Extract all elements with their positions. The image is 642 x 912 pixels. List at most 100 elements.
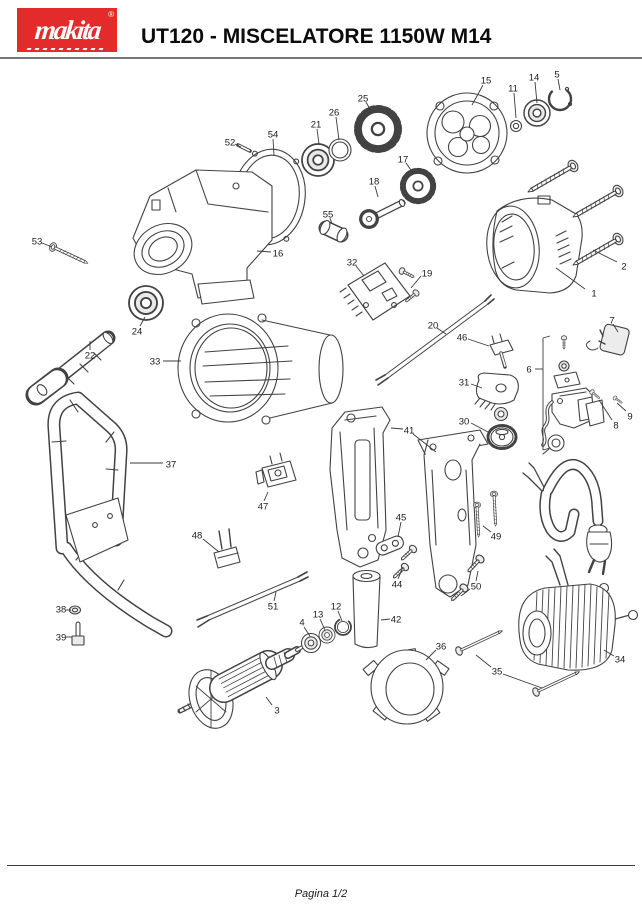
part-sketch-51-wire bbox=[196, 571, 309, 628]
part-sketch-4-bearing bbox=[300, 632, 322, 654]
part-sketch-46-switch bbox=[489, 333, 514, 369]
part-sketch-11-ring bbox=[509, 119, 523, 133]
part-sketch-1-rear-housing bbox=[486, 195, 583, 294]
part-number-20: 20 bbox=[428, 321, 439, 332]
callout-leader-3 bbox=[265, 696, 273, 706]
part-number-34: 34 bbox=[615, 655, 626, 666]
callout-leader-31 bbox=[470, 383, 483, 389]
callout-leader-41 bbox=[412, 433, 437, 453]
part-number-32: 32 bbox=[347, 258, 358, 269]
makita-logo-text: makita bbox=[33, 14, 101, 45]
part-sketch-cord-assembly bbox=[522, 459, 613, 576]
part-sketch-34-stator bbox=[518, 548, 639, 671]
part-number-6: 6 bbox=[526, 365, 531, 376]
part-sketch-5-circlip bbox=[547, 86, 573, 112]
callout-leader-30 bbox=[470, 422, 489, 433]
callout-leader-50 bbox=[460, 588, 471, 597]
part-sketch-25-gear bbox=[358, 109, 399, 150]
callout-leader-44 bbox=[397, 566, 404, 580]
part-number-47: 47 bbox=[258, 502, 269, 513]
part-number-37: 37 bbox=[166, 460, 177, 471]
callout-leader-11 bbox=[513, 92, 517, 119]
part-sketch-30-knob bbox=[486, 424, 518, 450]
part-number-36: 36 bbox=[436, 642, 447, 653]
callout-leader-49 bbox=[482, 525, 492, 533]
callout-leader-46 bbox=[467, 338, 490, 347]
part-number-41: 41 bbox=[404, 426, 415, 437]
callout-leader-36 bbox=[425, 649, 437, 661]
part-number-13: 13 bbox=[313, 610, 324, 621]
part-sketch-12-ring bbox=[334, 618, 352, 636]
part-number-45: 45 bbox=[396, 513, 407, 524]
part-number-2: 2 bbox=[621, 262, 626, 273]
callout-leader-25 bbox=[365, 101, 372, 112]
page-number: Pagina 1/2 bbox=[294, 888, 348, 900]
part-sketch-33-motor-housing bbox=[177, 313, 344, 425]
callout-leader-47 bbox=[263, 491, 269, 502]
callout-leader-5 bbox=[557, 78, 561, 91]
callout-leader-53 bbox=[41, 242, 53, 248]
callout-leader-34 bbox=[603, 649, 615, 657]
callout-leader-4 bbox=[303, 626, 311, 637]
part-number-24: 24 bbox=[132, 327, 143, 338]
part-number-3: 3 bbox=[274, 706, 279, 717]
callout-leader-35 bbox=[502, 673, 543, 689]
callout-leader-12 bbox=[337, 610, 343, 622]
callout-leader-54 bbox=[272, 138, 275, 156]
part-sketch-31-plate bbox=[474, 372, 519, 422]
part-number-19: 19 bbox=[422, 269, 433, 280]
makita-logo: makita ® bbox=[17, 8, 117, 52]
callout-leader-1 bbox=[555, 267, 586, 290]
part-sketch-15-bearing-box bbox=[426, 92, 508, 174]
part-number-49: 49 bbox=[491, 532, 502, 543]
part-number-35: 35 bbox=[492, 667, 503, 678]
part-number-22: 22 bbox=[85, 351, 96, 362]
part-number-44: 44 bbox=[392, 580, 403, 591]
part-number-55: 55 bbox=[323, 210, 334, 221]
part-number-26: 26 bbox=[329, 108, 340, 119]
part-sketch-24-bearing bbox=[128, 285, 164, 321]
part-sketch-26-ring bbox=[328, 138, 352, 162]
part-number-48: 48 bbox=[192, 531, 203, 542]
part-number-5: 5 bbox=[554, 70, 559, 81]
part-sketch-18-spindle bbox=[359, 199, 406, 229]
callout-leader-7 bbox=[612, 323, 619, 333]
callout-leader-20 bbox=[436, 327, 447, 335]
callout-leader-26 bbox=[335, 116, 340, 141]
header-rule bbox=[0, 57, 642, 59]
registered-mark: ® bbox=[108, 10, 114, 19]
part-sketch-45-clamp bbox=[375, 535, 404, 556]
callout-leader-2 bbox=[592, 249, 618, 263]
part-number-16: 16 bbox=[273, 249, 284, 260]
callout-leader-55 bbox=[329, 217, 333, 225]
callout-leader-9 bbox=[616, 402, 627, 412]
part-sketch-42-grip-tube bbox=[352, 569, 381, 649]
callout-leader-17 bbox=[405, 162, 414, 174]
part-number-50: 50 bbox=[471, 582, 482, 593]
callout-leader-35 bbox=[475, 654, 492, 668]
part-sketch-20-wire bbox=[375, 294, 495, 386]
part-sketch-6-group bbox=[541, 334, 605, 455]
part-number-33: 33 bbox=[150, 357, 161, 368]
part-number-31: 31 bbox=[459, 378, 470, 389]
callout-leader-15 bbox=[471, 84, 484, 106]
part-sketch-36-baffle bbox=[362, 648, 450, 725]
part-number-54: 54 bbox=[268, 130, 279, 141]
part-number-25: 25 bbox=[358, 94, 369, 105]
footer-rule bbox=[7, 865, 635, 866]
part-number-39: 39 bbox=[56, 633, 67, 644]
part-sketch-13-bearing bbox=[318, 626, 336, 644]
part-number-9: 9 bbox=[627, 412, 632, 423]
part-number-38: 38 bbox=[56, 605, 67, 616]
callout-leader-21 bbox=[316, 128, 320, 145]
part-number-12: 12 bbox=[331, 602, 342, 613]
part-sketch-55-sleeve bbox=[318, 220, 349, 243]
part-number-53: 53 bbox=[32, 237, 43, 248]
part-number-1: 1 bbox=[591, 289, 596, 300]
part-sketch-38-nut bbox=[68, 605, 82, 615]
callout-leader-6 bbox=[542, 335, 551, 339]
logo-underline-ticks bbox=[26, 48, 108, 50]
callout-leader-18 bbox=[374, 185, 379, 198]
callout-leader-45 bbox=[397, 521, 402, 538]
